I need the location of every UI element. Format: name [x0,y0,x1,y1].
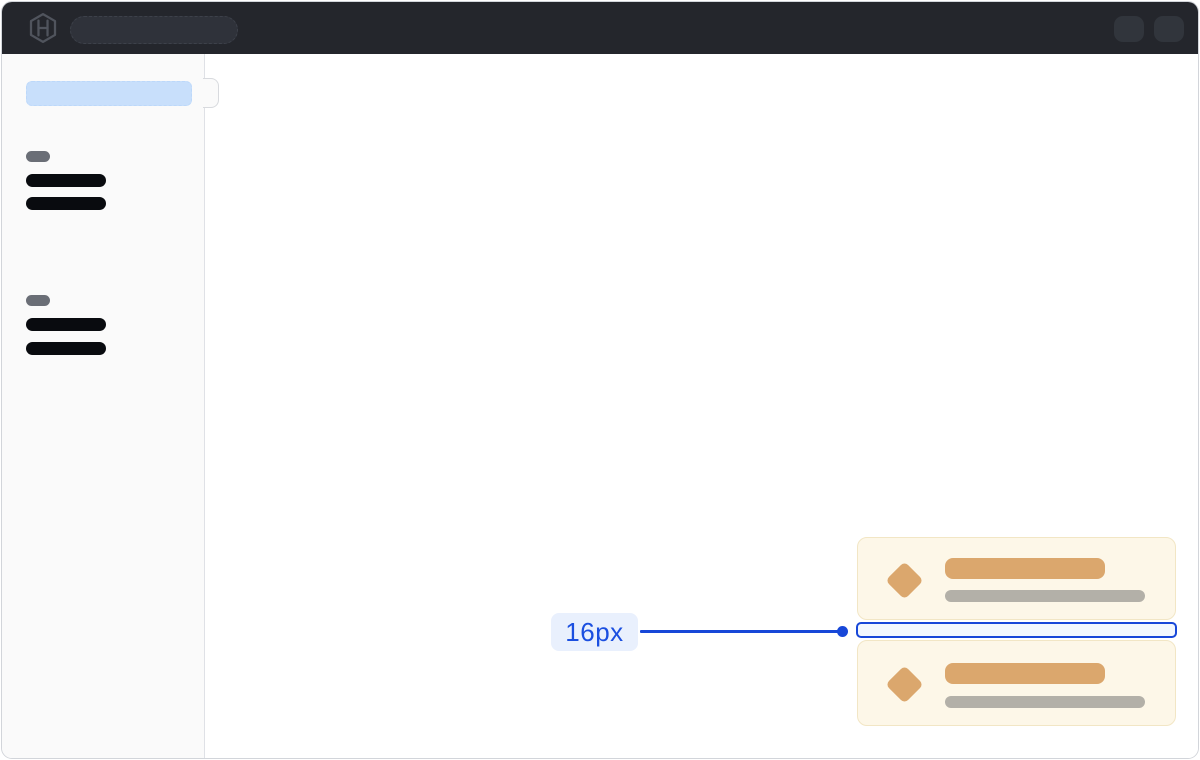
hashicorp-logo-icon[interactable] [27,12,59,44]
top-nav-bar [2,2,1198,54]
measurement-dot-icon [837,626,848,637]
measurement-line [640,630,842,633]
card-title-placeholder [945,558,1105,579]
topbar-action-placeholder-2[interactable] [1154,16,1184,42]
spacing-value-text: 16px [565,616,624,647]
sidebar-item[interactable] [26,318,106,331]
sidebar-item[interactable] [26,197,106,210]
spacing-value-label: 16px [551,613,638,651]
spacing-gap-highlight [856,622,1177,638]
sidebar-item[interactable] [26,342,106,355]
sidebar-section-label-2 [26,295,50,306]
search-input-placeholder[interactable] [70,16,238,44]
diamond-icon [885,561,924,600]
sidebar [2,54,205,758]
sidebar-collapse-handle[interactable] [203,78,219,108]
list-card[interactable] [857,640,1176,726]
list-card[interactable] [857,537,1176,620]
card-subtitle-placeholder [945,696,1145,708]
sidebar-item[interactable] [26,174,106,187]
sidebar-item-selected[interactable] [26,81,192,106]
card-subtitle-placeholder [945,590,1145,602]
sidebar-section-label-1 [26,151,50,162]
topbar-action-placeholder-1[interactable] [1114,16,1144,42]
diamond-icon [885,665,924,704]
card-title-placeholder [945,663,1105,684]
